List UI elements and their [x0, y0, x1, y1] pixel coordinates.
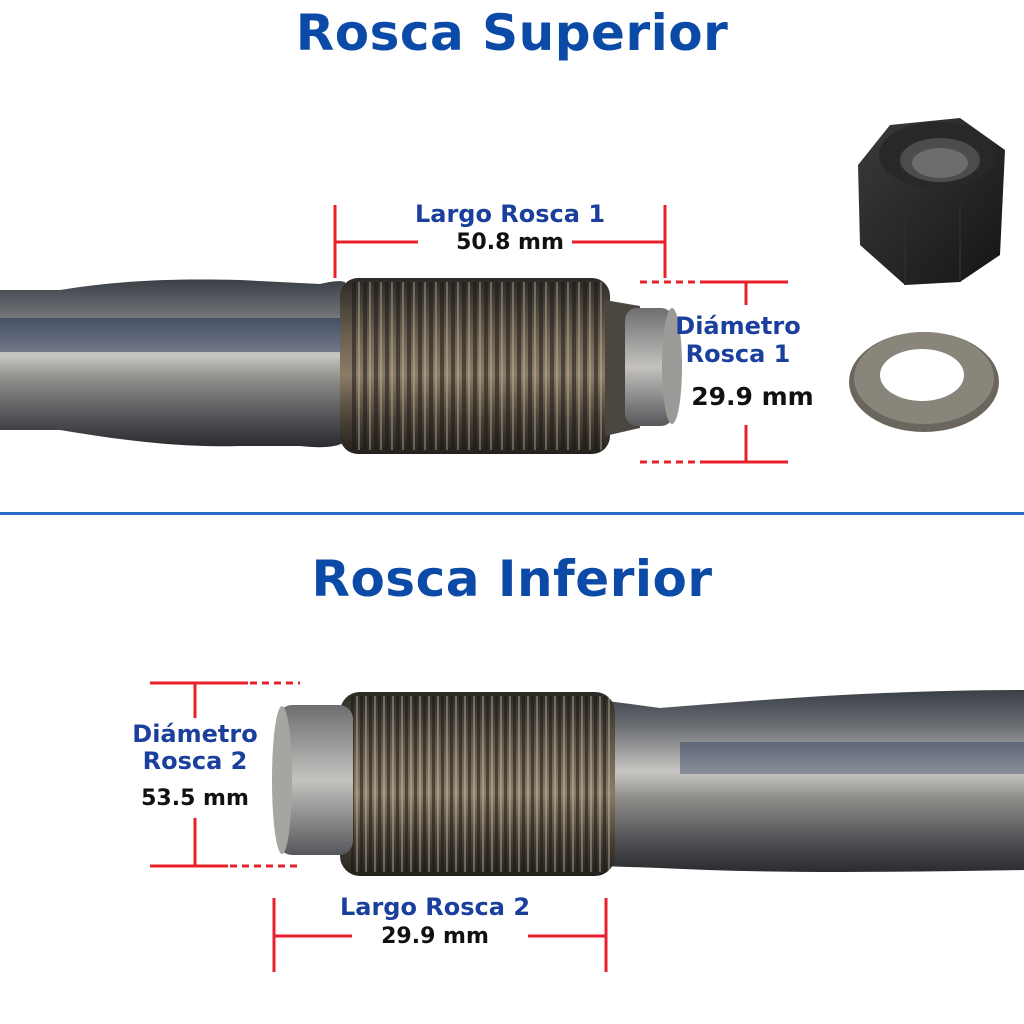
bottom-length-label: Largo Rosca 2	[339, 893, 531, 921]
bottom-diameter-label-line2: Rosca 2	[142, 747, 248, 775]
top-length-dimension	[333, 205, 667, 278]
top-shaft	[0, 278, 682, 454]
top-diameter-label-line1: Diámetro	[675, 312, 801, 340]
top-diameter-value: 29.9 mm	[691, 382, 814, 411]
bottom-length-dimension	[272, 898, 608, 972]
top-length-value: 50.8 mm	[456, 230, 564, 255]
bottom-shaft	[272, 690, 1024, 876]
bottom-length-value: 29.9 mm	[381, 924, 489, 949]
bottom-diameter-label-line1: Diámetro	[132, 720, 258, 748]
top-diameter-label-line2: Rosca 1	[685, 340, 791, 368]
bottom-diameter-dimension	[150, 681, 300, 868]
top-diameter-dimension	[640, 280, 788, 464]
section-divider	[0, 512, 1024, 515]
bottom-title: Rosca Inferior	[311, 550, 713, 608]
bottom-diameter-value: 53.5 mm	[141, 786, 249, 811]
top-title: Rosca Superior	[295, 4, 729, 62]
washer-image	[849, 332, 999, 432]
nut-image	[858, 118, 1005, 285]
top-length-label: Largo Rosca 1	[414, 200, 606, 228]
